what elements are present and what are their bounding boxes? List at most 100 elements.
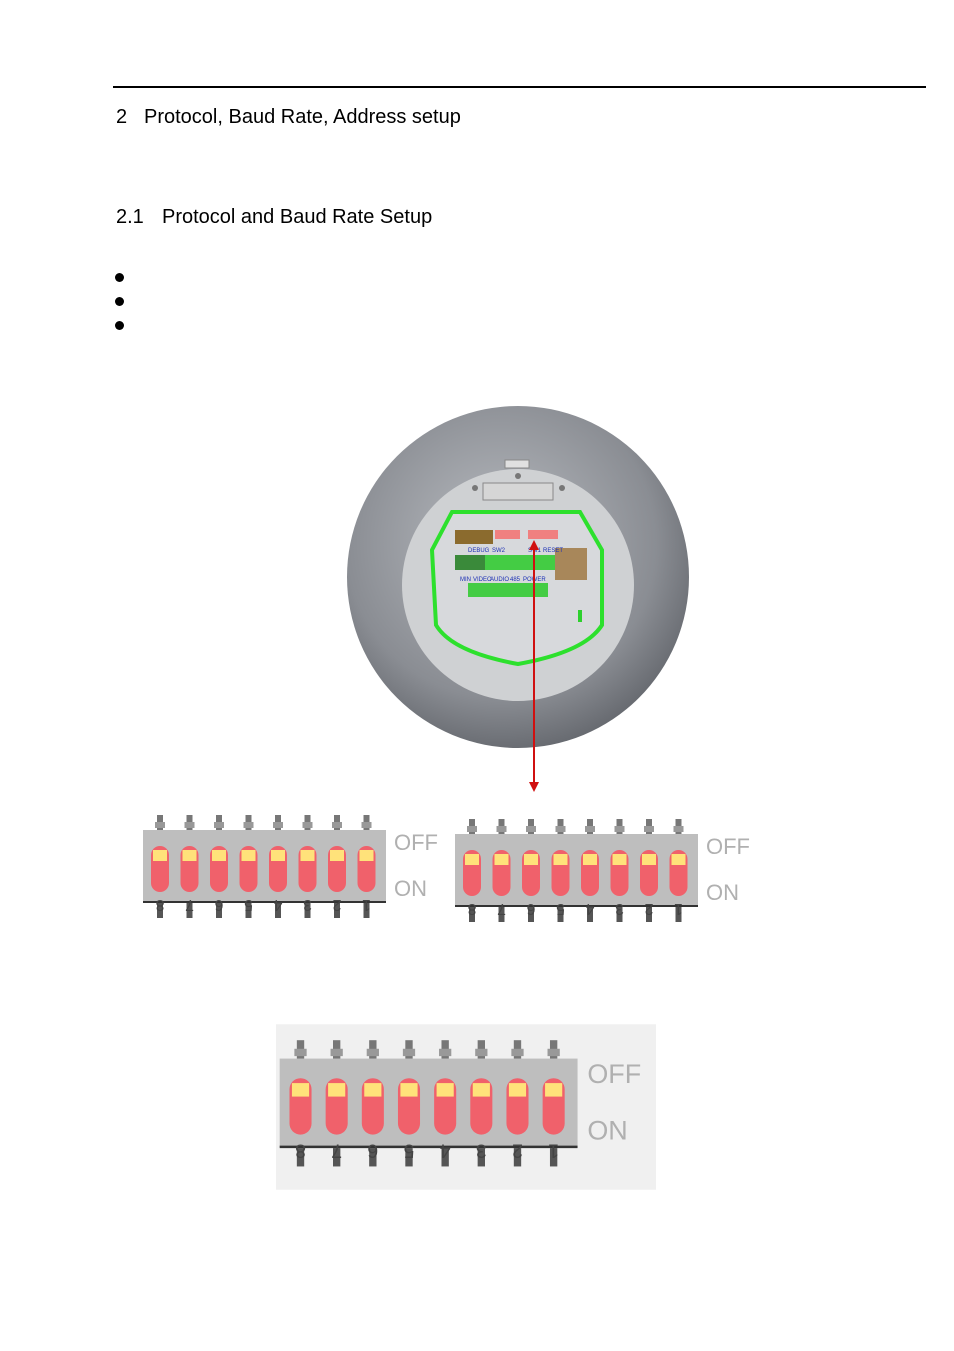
dip-pin-top-head [366, 1048, 379, 1057]
dip-switch-number: 8 [295, 1139, 306, 1161]
dip-switch-number: 2 [644, 900, 653, 917]
dip-switch-number: 8 [155, 896, 164, 913]
dip-switch-number: 8 [467, 900, 476, 917]
dip-pin-top-head [644, 826, 654, 832]
dip-switch-knob [642, 854, 656, 865]
pointer-arrow-head-top [529, 540, 539, 550]
dip-switch-knob [364, 1083, 382, 1097]
bullet-icon [115, 321, 124, 330]
dip-on-label: ON [394, 876, 427, 901]
header-rule [113, 86, 926, 88]
dip-pin-top-head [496, 826, 507, 832]
dip-pin-top-head [555, 826, 566, 832]
dip-pin-top-head [214, 822, 224, 828]
svg-text:MIN: MIN [460, 577, 471, 583]
dip-switch-number: 1 [362, 896, 371, 913]
reset-block [555, 548, 587, 580]
dip-switch-number: 6 [367, 1139, 378, 1161]
dip-pin-bottom [296, 1148, 305, 1167]
svg-text:RESET: RESET [543, 548, 563, 554]
dip-pin-bottom [616, 907, 623, 922]
bullet-icon [115, 273, 124, 282]
dip-switch-number: 6 [214, 896, 223, 913]
svg-text:AUDIO: AUDIO [490, 577, 509, 583]
dip-pin-bottom [304, 903, 311, 918]
dip-switch-knob [291, 1083, 310, 1097]
section-title: Protocol, Baud Rate, Address setup [144, 106, 461, 128]
section-number: 2 [116, 106, 128, 128]
dip-switch-knob [400, 1083, 418, 1097]
dip-switch-knob [212, 850, 226, 861]
dip-switch-knob [153, 850, 167, 861]
terminal-block-dark [455, 555, 485, 570]
dip-switch-number: 3 [476, 1139, 487, 1161]
dip-switch-body [455, 834, 698, 906]
dip-pin-bottom [334, 903, 340, 918]
dip-switch-knob [671, 854, 686, 865]
dip-pin-bottom [469, 907, 475, 922]
dip-pin-bottom [275, 903, 281, 918]
dip-switch-knob [545, 1083, 563, 1097]
dip-switch-number: 4 [585, 900, 594, 917]
dip-switch-knob [359, 850, 374, 861]
dip-on-label: ON [706, 880, 739, 905]
dip-switch-number: 3 [615, 900, 624, 917]
dip-pin-top-head [673, 826, 684, 832]
dip-pin-bottom [186, 903, 193, 918]
dip-pin-bottom [549, 1148, 558, 1167]
dip-pin-top-head [511, 1048, 524, 1057]
subsection-number: 2.1 [116, 206, 144, 228]
dip-pin-top-head [332, 822, 342, 828]
dip-pin-top-head [475, 1048, 488, 1057]
dip-pin-top-head [402, 1048, 416, 1057]
dip-pin-bottom [513, 1148, 522, 1167]
dip-pin-top-head [526, 826, 536, 832]
dip-switch-number: 4 [273, 896, 282, 913]
dip-pin-top-head [155, 822, 165, 828]
dip-pin-bottom [587, 907, 593, 922]
dip-switch-number: 5 [403, 1139, 414, 1161]
dip-switch-knob [271, 850, 285, 861]
dip-switch-number: 5 [244, 896, 253, 913]
dip-pin-bottom [646, 907, 652, 922]
subsection-heading: 2.1 Protocol and Baud Rate Setup [116, 206, 432, 229]
dip-switch-knob [330, 850, 344, 861]
dip-pin-bottom [333, 1148, 341, 1167]
dip-pin-bottom [498, 907, 505, 922]
dip-pin-top-head [614, 826, 625, 832]
dip-pin-bottom [363, 903, 370, 918]
dip-pin-bottom [245, 903, 252, 918]
dip-switch-knob [583, 854, 597, 865]
svg-text:DEBUG: DEBUG [468, 548, 490, 554]
dip-switch-knob [508, 1083, 527, 1097]
dip-switch-number: 7 [185, 896, 194, 913]
dip-switch-number: 2 [512, 1139, 523, 1161]
dip-switch-number: 1 [548, 1139, 559, 1161]
dip-pin-top-head [330, 1048, 343, 1057]
dip-pin-bottom [528, 907, 534, 922]
pointer-arrow-head-bottom [529, 782, 539, 792]
dip-off-label: OFF [587, 1059, 641, 1089]
mount-bracket [472, 459, 565, 501]
dip-switch-knob [241, 850, 256, 861]
dip-pin-top-head [302, 822, 313, 828]
dip-pin-top-head [243, 822, 254, 828]
dip-switch-knob [553, 854, 568, 865]
dip-switch-number: 4 [440, 1139, 451, 1161]
dip-off-label: OFF [394, 830, 438, 855]
dip-switch-knob [328, 1083, 346, 1097]
dip-pin-bottom [477, 1148, 485, 1167]
svg-text:485: 485 [510, 577, 521, 583]
dip-switch-number: 7 [331, 1139, 342, 1161]
dip-switch-knob [524, 854, 538, 865]
section-heading: 2 Protocol, Baud Rate, Address setup [116, 106, 461, 129]
subsection-title: Protocol and Baud Rate Setup [162, 206, 433, 228]
dip-switch-knob [494, 854, 509, 865]
dip-switch-number: 2 [332, 896, 341, 913]
dip-pin-bottom [675, 907, 682, 922]
dip-switch-number: 7 [497, 900, 506, 917]
dip-switch-number: 5 [556, 900, 565, 917]
dip-switch-knob [612, 854, 627, 865]
dip-switch-knob [436, 1083, 454, 1097]
